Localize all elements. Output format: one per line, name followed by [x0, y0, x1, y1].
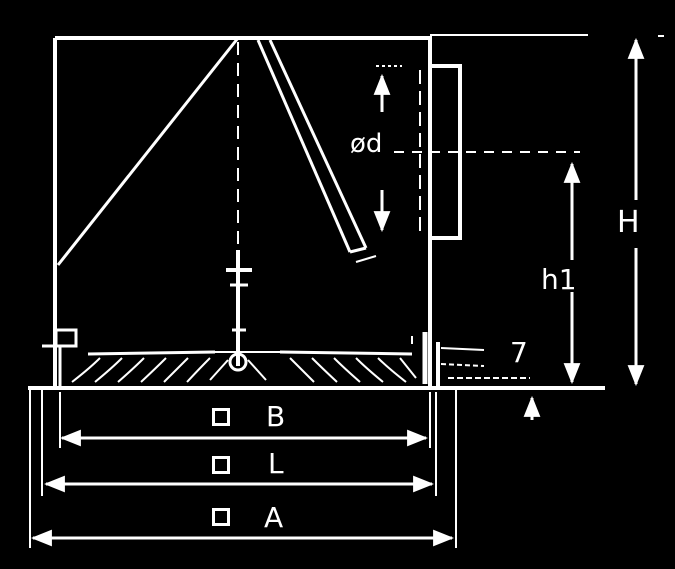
- spindle: [226, 250, 252, 366]
- H-label: H: [617, 205, 640, 240]
- duct-outlet: [376, 64, 462, 240]
- diffuser-blades: [71, 350, 417, 383]
- seven-label: 7: [510, 336, 528, 369]
- B-label: B: [266, 400, 286, 433]
- h1-label: h1: [541, 263, 577, 296]
- A-square-symbol: [212, 508, 230, 526]
- H-dimension: [627, 35, 664, 387]
- base-plate: [28, 386, 605, 548]
- diagonal-strut: [56, 37, 240, 266]
- od-dimension: [373, 73, 580, 233]
- od-label: ød: [350, 129, 383, 159]
- right-bracket: [411, 332, 530, 390]
- housing-outline: [53, 34, 588, 388]
- L-square-symbol: [212, 456, 230, 474]
- damper-flap: [256, 39, 377, 263]
- left-bracket: [42, 328, 78, 386]
- A-label: A: [264, 501, 284, 534]
- B-square-symbol: [212, 408, 230, 426]
- L-label: L: [268, 447, 284, 480]
